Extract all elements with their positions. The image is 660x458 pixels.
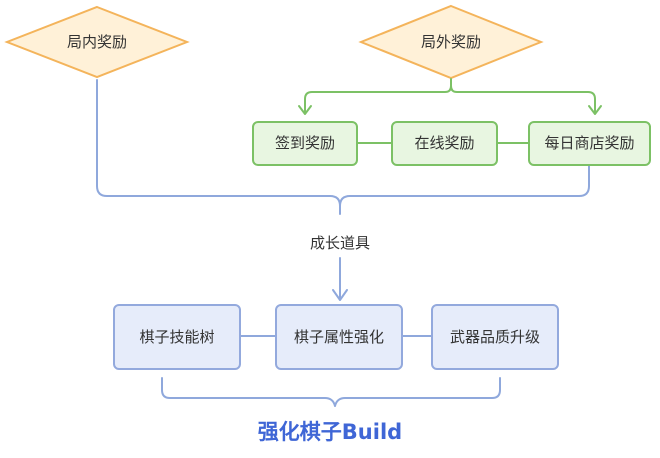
merge-label: 成长道具 (309, 233, 370, 252)
upgrade-box-skill-tree: 棋子技能树 (113, 304, 241, 370)
footer-title: 强化棋子Build (257, 420, 403, 444)
merge-arrowhead (332, 289, 348, 301)
out-game-branch-bracket (304, 78, 596, 113)
reward-box-daily-shop: 每日商店奖励 (528, 121, 651, 166)
reward-box-online: 在线奖励 (391, 121, 498, 166)
reward-box-signin: 签到奖励 (252, 121, 358, 166)
merge-line-right (339, 165, 590, 207)
upgrade-box-weapon-quality: 武器品质升级 (431, 304, 559, 370)
merge-line-left (96, 79, 341, 215)
in-game-reward-label: 局内奖励 (66, 32, 127, 51)
footer-brace (161, 377, 501, 407)
in-game-reward-diamond (4, 5, 190, 79)
arrowhead-right-green (588, 105, 602, 115)
arrowhead-left-green (298, 105, 312, 115)
out-game-reward-label: 局外奖励 (420, 32, 481, 51)
upgrade-box-attribute: 棋子属性强化 (275, 304, 403, 370)
